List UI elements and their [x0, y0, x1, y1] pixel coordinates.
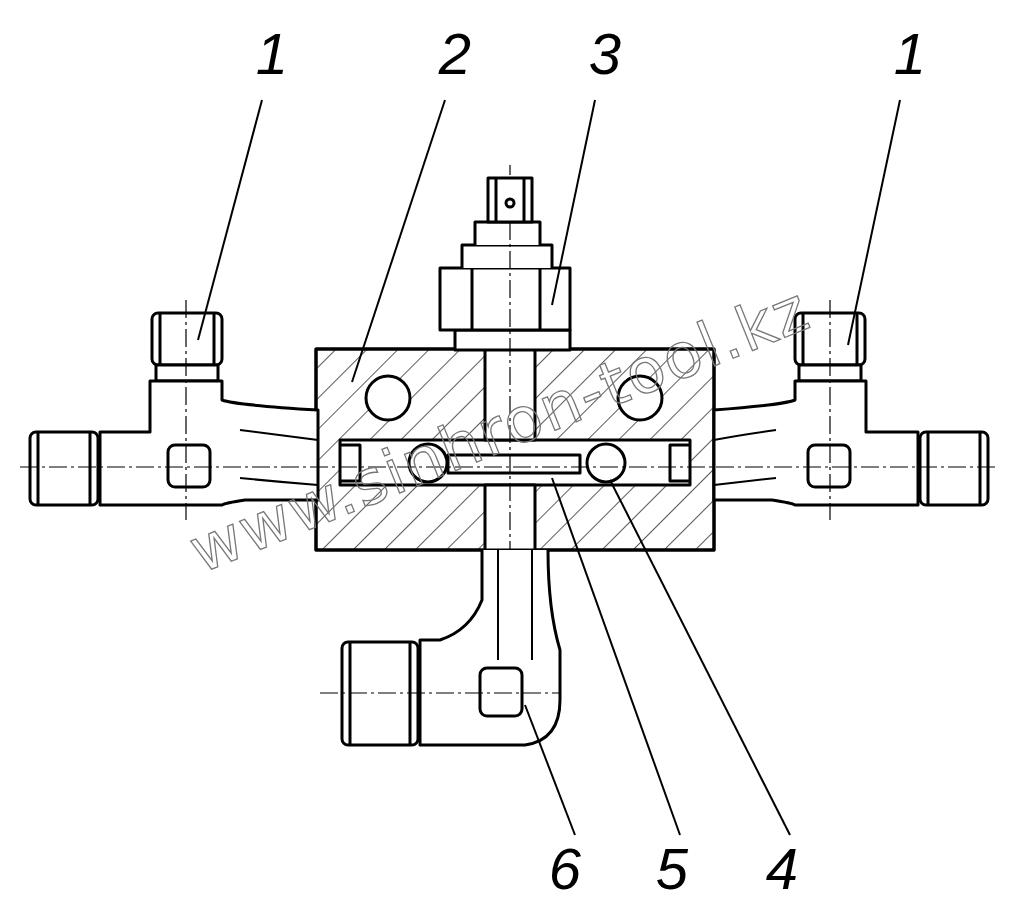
callout-number: 5 [656, 840, 688, 898]
leader-lines [198, 100, 900, 835]
callout-number: 4 [766, 840, 798, 898]
callout-number: 2 [439, 25, 471, 83]
callout-number: 1 [894, 25, 926, 83]
callout-number: 3 [589, 25, 621, 83]
callout-number: 6 [549, 840, 581, 898]
callout-number: 1 [256, 25, 288, 83]
